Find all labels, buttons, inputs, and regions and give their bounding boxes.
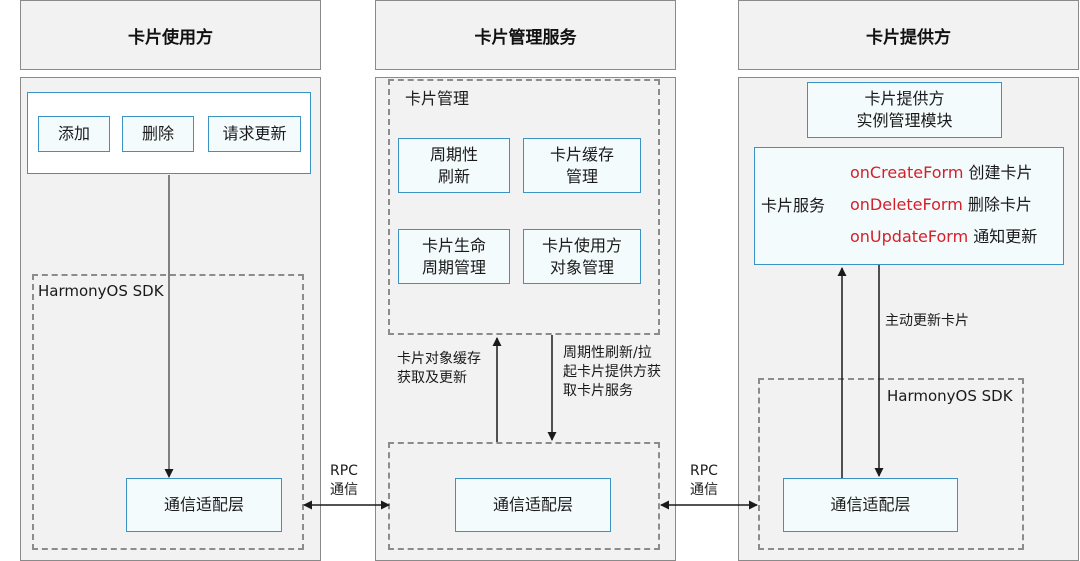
- user-sdk-region: [32, 274, 304, 550]
- provider-column-header: 卡片提供方: [738, 0, 1079, 70]
- provider-sdk-region: [758, 378, 1024, 550]
- user-adapter-box: 通信适配层: [126, 478, 282, 532]
- user-column-header: 卡片使用方: [20, 0, 321, 70]
- create-card-desc: 创建卡片: [968, 163, 1033, 182]
- manager-column-title: 卡片管理服务: [474, 27, 577, 48]
- user-object-module: 卡片使用方 对象管理: [523, 229, 641, 284]
- provider-sdk-label: HarmonyOS SDK: [887, 387, 1013, 405]
- card-management-label: 卡片管理: [405, 89, 470, 108]
- request-update-button[interactable]: 请求更新: [208, 116, 301, 152]
- periodic-refresh-module: 周期性 刷新: [398, 138, 510, 193]
- user-column-title: 卡片使用方: [128, 27, 213, 48]
- periodic-pull-label: 周期性刷新/拉 起卡片提供方获 取卡片服务: [563, 345, 661, 399]
- provider-instance-module: 卡片提供方 实例管理模块: [807, 82, 1002, 138]
- provider-adapter-box: 通信适配层: [783, 478, 958, 532]
- manager-adapter-box: 通信适配层: [455, 478, 611, 532]
- card-lifecycle-module: 卡片生命 周期管理: [398, 229, 510, 284]
- user-sdk-label: HarmonyOS SDK: [38, 282, 164, 300]
- on-update-form-method: onUpdateForm: [850, 227, 969, 246]
- on-create-form-method: onCreateForm: [850, 163, 964, 182]
- card-service-label: 卡片服务: [761, 196, 826, 215]
- form-row-create: onCreateForm 创建卡片: [850, 162, 1033, 184]
- manager-adapter-region: [388, 442, 660, 550]
- card-cache-module: 卡片缓存 管理: [523, 138, 641, 193]
- notify-update-desc: 通知更新: [973, 227, 1038, 246]
- form-row-delete: onDeleteForm 删除卡片: [850, 194, 1032, 216]
- manager-column-header: 卡片管理服务: [375, 0, 676, 70]
- form-row-update: onUpdateForm 通知更新: [850, 226, 1037, 248]
- card-management-group: [388, 79, 660, 335]
- delete-card-desc: 删除卡片: [967, 195, 1032, 214]
- rpc-label-left: RPC 通信: [330, 463, 358, 498]
- provider-column-title: 卡片提供方: [866, 27, 951, 48]
- delete-button[interactable]: 删除: [122, 116, 194, 152]
- card-service-box: 卡片服务 onCreateForm 创建卡片 onDeleteForm 删除卡片…: [754, 147, 1064, 265]
- cache-update-label: 卡片对象缓存 获取及更新: [397, 351, 481, 386]
- rpc-label-right: RPC 通信: [690, 463, 718, 498]
- active-update-label: 主动更新卡片: [885, 313, 969, 329]
- add-button[interactable]: 添加: [38, 116, 110, 152]
- on-delete-form-method: onDeleteForm: [850, 195, 963, 214]
